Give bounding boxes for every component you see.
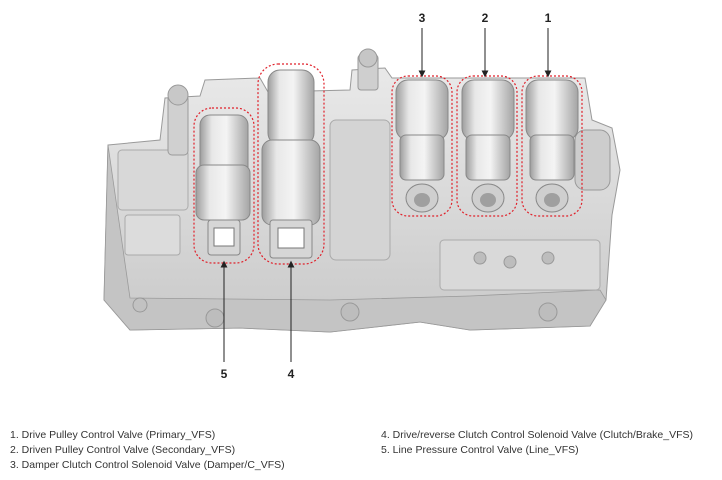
callout-number-4: 4 [288, 367, 295, 381]
legend-item-2: 2. Driven Pulley Control Valve (Secondar… [10, 444, 236, 456]
solenoid-5-line-pressure [193, 107, 255, 264]
callout-number-2: 2 [482, 11, 489, 25]
legend-item-1: 1. Drive Pulley Control Valve (Primary_V… [10, 429, 216, 441]
legend-item-4: 4. Drive/reverse Clutch Control Solenoid… [381, 429, 694, 441]
legend-item-3: 3. Damper Clutch Control Solenoid Valve … [10, 459, 285, 471]
legend-item-5: 5. Line Pressure Control Valve (Line_VFS… [381, 444, 579, 456]
callout-number-3: 3 [419, 11, 426, 25]
legend-right: 4. Drive/reverse Clutch Control Solenoid… [381, 428, 693, 458]
legend-left: 1. Drive Pulley Control Valve (Primary_V… [10, 428, 285, 473]
callout-number-5: 5 [221, 367, 228, 381]
solenoid-1-primary [521, 75, 583, 217]
valve-body-diagram: 1 2 3 4 5 [103, 11, 621, 381]
solenoid-4-clutch-brake [257, 63, 325, 265]
callout-number-1: 1 [545, 11, 552, 25]
solenoid-3-damper-clutch [391, 75, 453, 217]
